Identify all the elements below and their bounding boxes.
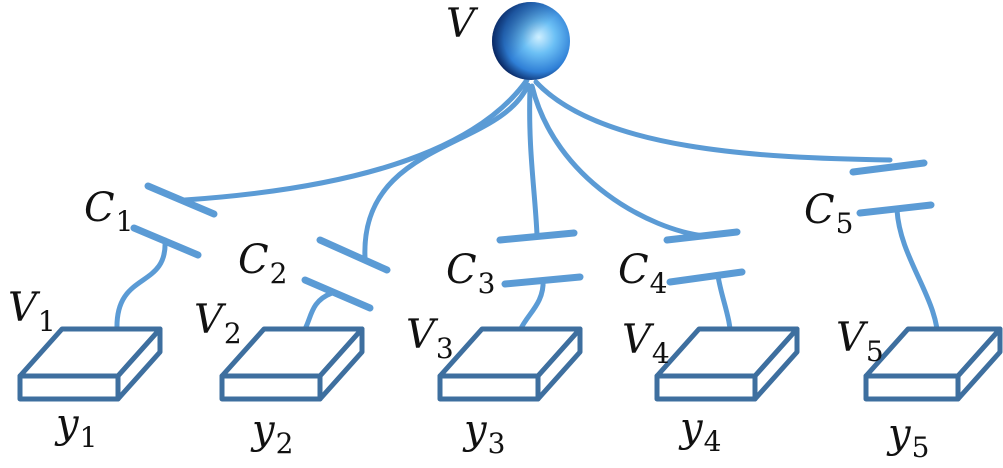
node-box-3 xyxy=(437,326,583,402)
wire-source-c1 xyxy=(182,77,530,203)
node-box-5 xyxy=(863,326,1003,402)
wire-source-c2 xyxy=(362,82,531,261)
capacitor-label-5: C5 xyxy=(804,187,854,240)
node-box-1-front xyxy=(17,373,121,402)
wire-c1-node1 xyxy=(114,237,168,333)
node-voltage-label-1: V1 xyxy=(8,285,56,338)
c3-upper-plate xyxy=(496,229,578,244)
node-box-1 xyxy=(17,326,163,402)
node-voltage-label-5: V5 xyxy=(836,315,884,368)
node-voltage-label-3: V3 xyxy=(406,312,454,365)
capacitor-c3 xyxy=(496,229,584,288)
capacitor-label-2: C2 xyxy=(238,237,288,290)
capacitor-c2 xyxy=(301,236,391,312)
source-sphere-shade xyxy=(492,2,570,80)
source-sphere xyxy=(492,2,570,80)
node-box-3-front xyxy=(437,373,541,402)
node-voltage-label-2: V2 xyxy=(194,297,242,350)
source-label: V xyxy=(446,1,475,47)
wire-c5-node5 xyxy=(894,207,941,348)
node-box-4 xyxy=(654,326,800,402)
capacitor-c5 xyxy=(849,159,935,217)
node-box-2 xyxy=(219,326,365,402)
capacitor-c4 xyxy=(663,228,746,286)
wire-source-c3 xyxy=(527,85,540,238)
capacitor-label-3: C3 xyxy=(446,247,496,300)
c4-upper-plate xyxy=(663,228,741,244)
c4-lower-plate xyxy=(666,268,746,286)
node-output-label-4: y4 xyxy=(680,405,722,458)
c5-upper-plate xyxy=(849,159,928,176)
node-box-2-front xyxy=(219,373,323,402)
c2-lower-plate xyxy=(301,276,374,312)
source-wires xyxy=(182,77,893,261)
wire-source-c5 xyxy=(533,79,893,163)
node-output-label-5: y5 xyxy=(888,411,930,464)
capacitor-label-4: C4 xyxy=(618,247,668,300)
c1-upper-plate xyxy=(144,182,218,218)
node-voltage-label-4: V4 xyxy=(622,317,670,370)
capacitor-label-1: C1 xyxy=(84,185,134,238)
node-output-label-3: y3 xyxy=(464,407,506,460)
node-output-label-1: y1 xyxy=(56,401,98,454)
node-box-5-front xyxy=(863,373,961,402)
node-box-4-front xyxy=(654,373,758,402)
node-output-label-2: y2 xyxy=(252,407,294,460)
wire-source-c4 xyxy=(529,83,708,239)
c2-upper-plate xyxy=(316,236,391,274)
